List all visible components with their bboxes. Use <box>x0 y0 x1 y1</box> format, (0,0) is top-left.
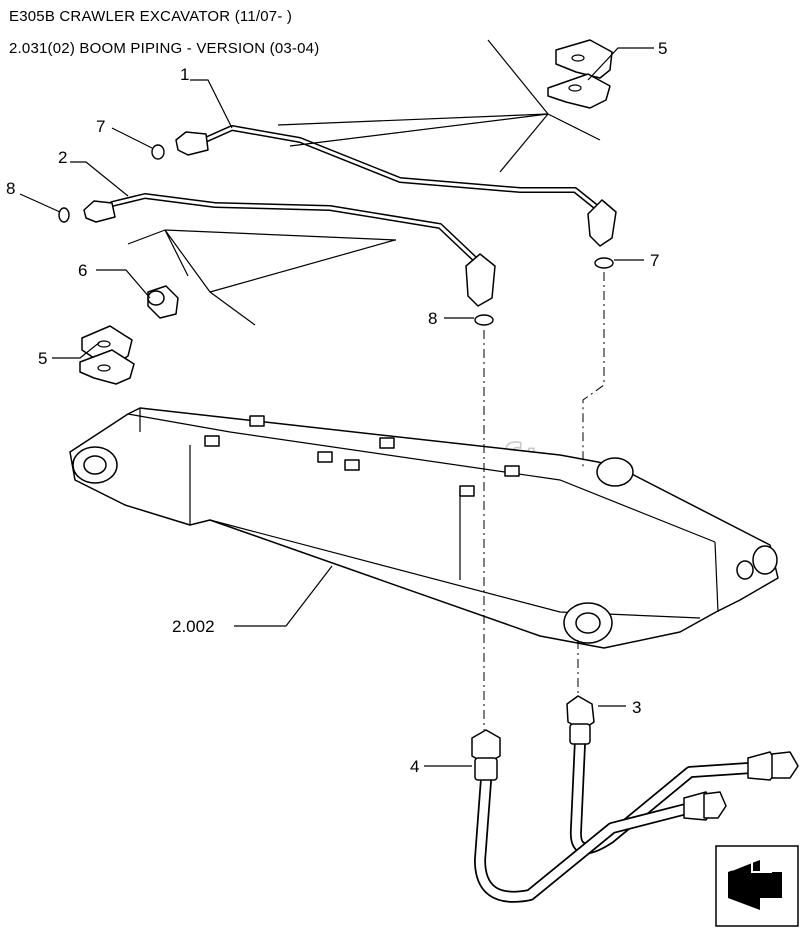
callout-7-upper: 7 <box>96 117 105 136</box>
callout-5-lower: 5 <box>38 349 47 368</box>
callout-1: 1 <box>180 65 189 84</box>
page-subtitle: 2.031(02) BOOM PIPING - VERSION (03-04) <box>9 40 320 57</box>
o-ring-7-upper[interactable] <box>151 144 165 160</box>
callout-7-lower: 7 <box>650 251 659 270</box>
callout-6: 6 <box>78 261 87 280</box>
page-title: E305B CRAWLER EXCAVATOR (11/07- ) <box>9 8 293 25</box>
o-ring-8-lower[interactable] <box>474 314 494 326</box>
rigid-tube-1[interactable] <box>175 125 617 247</box>
callout-4: 4 <box>410 757 419 776</box>
spacer-6[interactable] <box>147 285 179 319</box>
leader-lines <box>19 47 654 767</box>
assembly-indicator-lines <box>127 39 601 326</box>
o-ring-7-lower[interactable] <box>594 257 614 269</box>
callout-8-upper: 8 <box>6 179 15 198</box>
clamp-5-upper[interactable] <box>547 39 613 109</box>
flexible-hose-4[interactable] <box>471 729 727 903</box>
callout-5-upper: 5 <box>658 39 667 58</box>
callout-8-lower: 8 <box>428 309 437 328</box>
flexible-hose-3[interactable] <box>566 695 799 855</box>
next-page-arrow-icon[interactable] <box>715 845 799 927</box>
callout-3: 3 <box>632 698 641 717</box>
callout-2: 2 <box>58 148 67 167</box>
boom-assembly[interactable] <box>69 407 779 649</box>
o-ring-8-upper[interactable] <box>58 207 70 223</box>
connection-line-upper-right <box>582 272 605 470</box>
callout-boom-2002: 2.002 <box>172 617 215 636</box>
clamp-5-lower[interactable] <box>79 325 135 385</box>
rigid-tube-2[interactable] <box>83 193 496 307</box>
